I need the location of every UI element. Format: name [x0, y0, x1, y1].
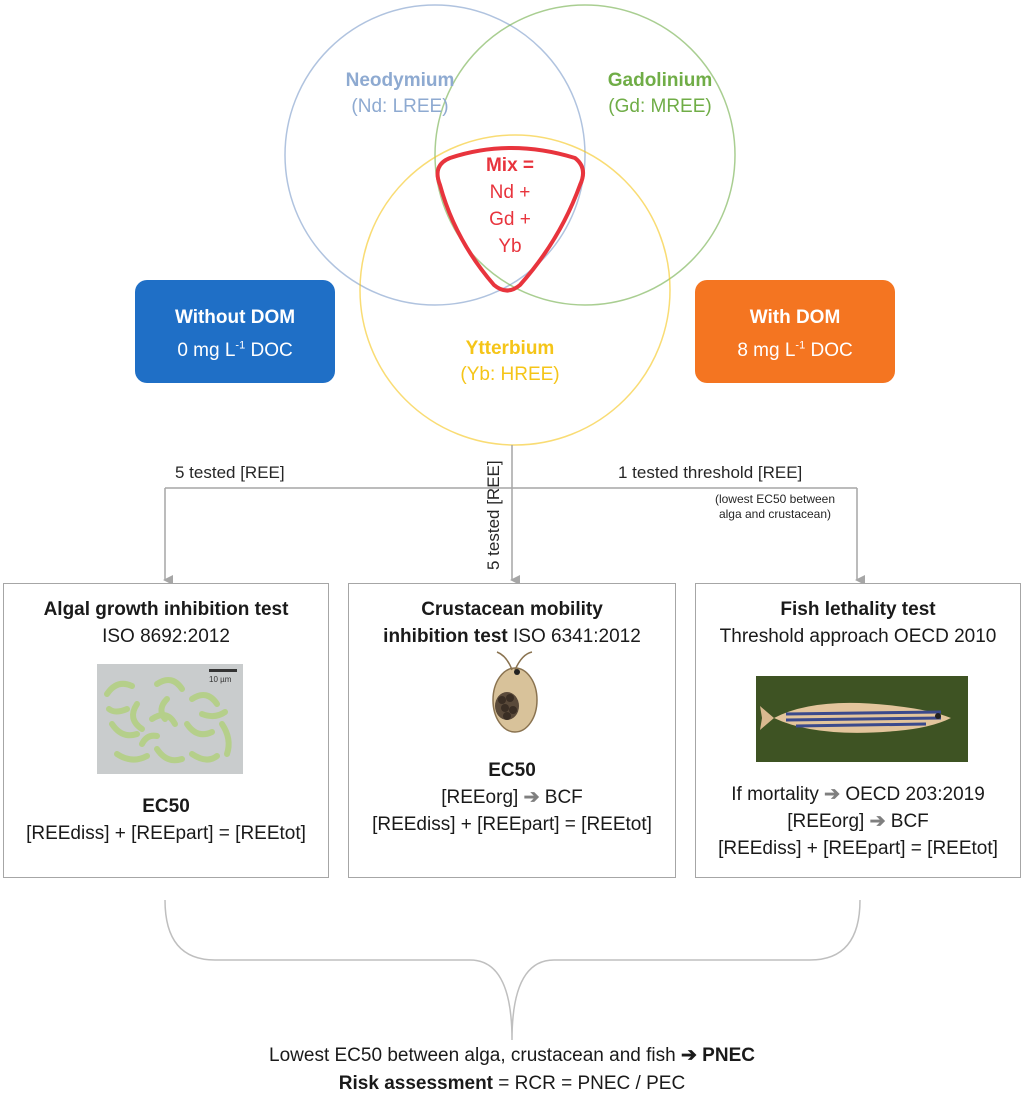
crustacean-title-1: Crustacean mobility: [421, 599, 603, 620]
conclusion-line-2: Risk assessment = RCR = PNEC / PEC: [338, 1073, 686, 1094]
crustacean-ec50: EC50: [488, 760, 536, 781]
fish-equation: [REEdiss] + [REEpart] = [REEtot]: [718, 838, 998, 859]
right-edge-label: 1 tested threshold [REE]: [618, 463, 803, 482]
daphnia-photo: [492, 651, 538, 733]
with-dom-box: With DOM 8 mg L-1 DOC: [695, 280, 895, 383]
neodymium-sub: (Nd: LREE): [351, 96, 449, 117]
fish-title: Fish lethality test: [780, 599, 936, 620]
crustacean-standard: ISO 6341:2012: [507, 626, 641, 647]
algal-standard: ISO 8692:2012: [102, 626, 230, 647]
mix-line-2: Nd +: [489, 182, 531, 203]
ytterbium-sub: (Yb: HREE): [460, 364, 560, 385]
fish-mortality-row: If mortality ➔ OECD 203:2019: [731, 784, 985, 805]
black-arrow-icon: ➔: [680, 1045, 697, 1066]
without-dom-title: Without DOM: [174, 307, 296, 328]
left-edge-label: 5 tested [REE]: [175, 463, 285, 482]
algae-photo: 10 µm: [97, 664, 243, 774]
fish-org-row: [REEorg] ➔ BCF: [787, 811, 929, 832]
right-arrow-icon: ➔: [523, 787, 540, 808]
without-dom-box: Without DOM 0 mg L-1 DOC: [135, 280, 335, 383]
conclusion: Lowest EC50 between alga, crustacean and…: [0, 1042, 1024, 1098]
right-arrow-icon: ➔: [824, 784, 841, 805]
algal-equation: [REEdiss] + [REEpart] = [REEtot]: [26, 823, 306, 844]
neodymium-circle: [284, 4, 586, 306]
algal-title: Algal growth inhibition test: [43, 599, 289, 620]
without-dom-value: 0 mg L-1 DOC: [177, 340, 293, 362]
crustacean-test-box: Crustacean mobility inhibition test ISO …: [348, 583, 676, 878]
with-dom-value: 8 mg L-1 DOC: [737, 340, 853, 362]
gadolinium-name: Gadolinium: [607, 70, 713, 91]
ytterbium-name: Ytterbium: [465, 338, 555, 359]
scale-bar-label: 10 µm: [209, 675, 232, 684]
gadolinium-sub: (Gd: MREE): [608, 96, 712, 117]
right-edge-note: (lowest EC50 between alga and crustacean…: [714, 492, 836, 521]
algal-test-box: Algal growth inhibition test ISO 8692:20…: [3, 583, 329, 878]
zebrafish-photo: [756, 676, 968, 762]
neodymium-label: Neodymium (Nd: LREE): [300, 68, 500, 120]
crustacean-equation: [REEdiss] + [REEpart] = [REEtot]: [372, 814, 652, 835]
crustacean-org-row: [REEorg] ➔ BCF: [441, 787, 583, 808]
right-arrow-icon: ➔: [869, 811, 886, 832]
algal-ec50: EC50: [142, 796, 190, 817]
summary-brace: [164, 899, 861, 1041]
mix-line-3: Gd +: [489, 209, 531, 230]
fish-standard: Threshold approach OECD 2010: [719, 626, 997, 647]
mix-label: Mix = Nd + Gd + Yb: [440, 152, 580, 260]
with-dom-title: With DOM: [749, 307, 841, 328]
mix-line-1: Mix =: [485, 155, 535, 176]
crustacean-title-2: inhibition test: [383, 626, 508, 647]
mix-line-4: Yb: [498, 236, 522, 257]
middle-edge-label: 5 tested [REE]: [484, 460, 503, 570]
fish-test-box: Fish lethality test Threshold approach O…: [695, 583, 1021, 878]
mix-region: [435, 146, 586, 293]
ytterbium-circle: [359, 134, 671, 446]
conclusion-line-1: Lowest EC50 between alga, crustacean and…: [269, 1045, 755, 1066]
gadolinium-circle: [434, 4, 736, 306]
ytterbium-label: Ytterbium (Yb: HREE): [410, 336, 610, 388]
gadolinium-label: Gadolinium (Gd: MREE): [560, 68, 760, 120]
neodymium-name: Neodymium: [345, 70, 455, 91]
